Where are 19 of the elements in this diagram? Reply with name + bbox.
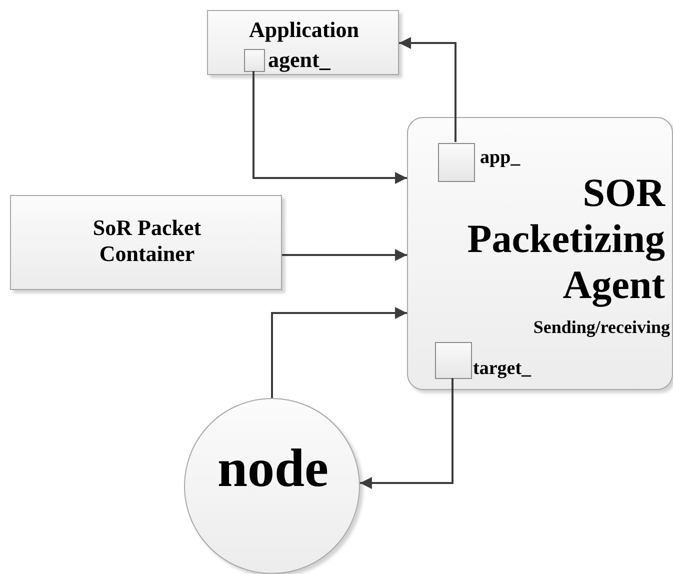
port-label: app_: [480, 148, 520, 167]
node-title: SOR Packetizing Agent: [466, 170, 665, 308]
arrow: [282, 249, 407, 261]
arrow: [360, 378, 454, 489]
port-label: agent_: [268, 49, 330, 71]
node-title: SoR Packet Container: [92, 215, 202, 268]
port-box: [435, 342, 472, 379]
port-label: target_: [473, 359, 532, 378]
port-box: [438, 143, 475, 182]
arrow: [271, 307, 407, 398]
node-title: node: [216, 437, 330, 500]
agent-box: [407, 117, 673, 390]
process-box: [10, 195, 282, 290]
arrow: [399, 37, 456, 142]
node-subtitle: Sending/receiving: [532, 318, 670, 336]
node-title: Application: [248, 18, 360, 42]
port-box: [244, 49, 265, 72]
process-box: [207, 10, 399, 75]
arrow: [252, 71, 407, 184]
